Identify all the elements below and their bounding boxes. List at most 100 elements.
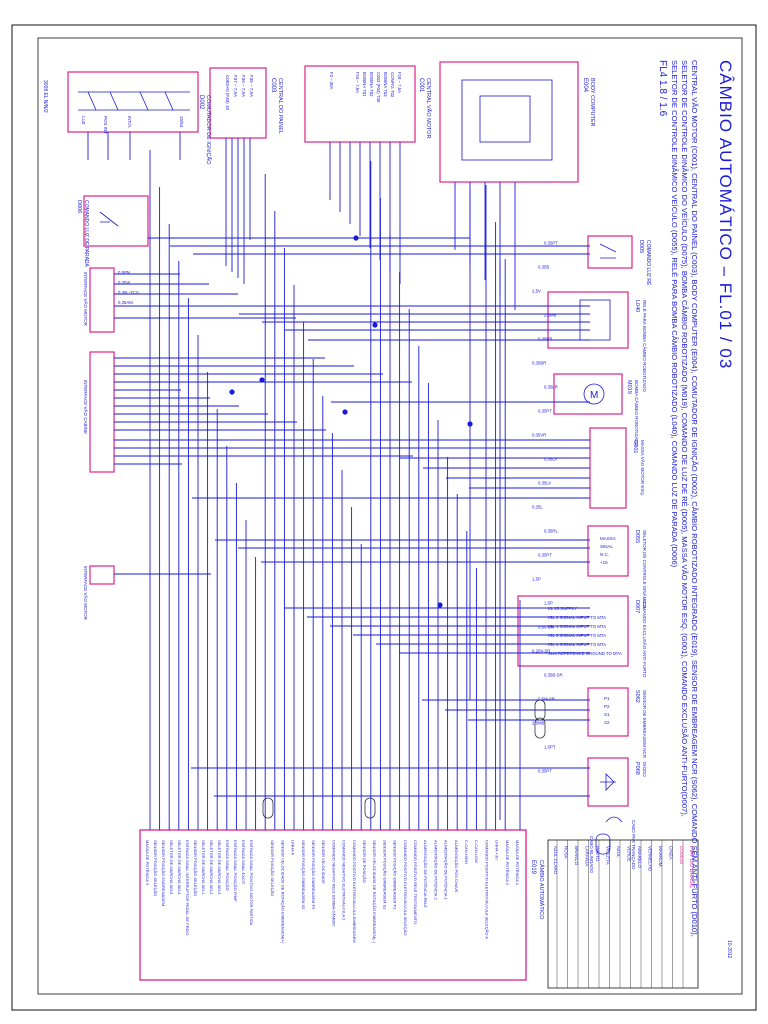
- cambio-pin-label: COMANDO POSITIVO RELÉ TROTEAMENTO: [413, 840, 418, 924]
- comando-luz-parada: D006 COMANDO LUZ DE PARADA: [76, 195, 149, 268]
- cambio-pin-labels-b: ENTRADA SINAL POSITIVO MOTOR PARTIDAENTR…: [145, 840, 254, 935]
- twisted-pair-icon: [605, 816, 623, 823]
- wire-label: 1,5PT: [544, 745, 556, 750]
- inner-frame: [37, 37, 743, 995]
- luz-parada-name: COMANDO LUZ DE PARADA: [83, 200, 89, 268]
- cambio-pin-label: SENSOR POSIÇÃO EMBREAGEM P1: [393, 840, 398, 910]
- cambio-pin-label-b: ENTRADA SINAL EXCIT: [241, 840, 246, 885]
- table-row-label: LARANJA: [585, 846, 590, 866]
- table-row-label: CÓDIGO: [679, 846, 685, 865]
- interface-1-name: INTERFACE VÃO MOTOR: [83, 272, 89, 327]
- wire-junction: [372, 322, 378, 328]
- sensor-embreagem: P1 P2 S1 S2 S062 SENSOR DE EMBREAGEM NCR: [587, 687, 647, 759]
- wire-label: 0,35BR: [532, 361, 546, 366]
- shielded-cable-icon: [534, 717, 546, 739]
- seletor-controle: MASSA SINAL N.C. +15 D055 SELETOR DE CON…: [587, 525, 648, 609]
- wire-junction: [467, 421, 473, 427]
- outer-frame: [11, 24, 757, 1011]
- central-motor-item-4: C003 (F04) T30: [376, 72, 381, 103]
- wire-label: 0,50-SR: [538, 625, 554, 630]
- cambio-pin-label: MASSA DE POTÊNCIA 1: [515, 840, 520, 886]
- cambio-pin-label-b: MASSA DE POTÊNCIA 3: [145, 840, 150, 886]
- sensor-pin-3: S1: [604, 712, 610, 717]
- body-computer: E004 BODY COMPUTER: [439, 61, 595, 183]
- central-painel-item-4: C003+N (F40) 18: [225, 75, 230, 110]
- title-desc-3: SELETOR DE CONTROLE DINÂMICO VEÍCULO (D0…: [670, 60, 679, 568]
- cambio-pin-label: ALIMENTAÇÃO DE POTÊNCIA 2: [433, 840, 438, 900]
- table-row-label: ROSA: [564, 846, 569, 859]
- rele-bomba: L040 RELÉ PARA BOMBA CÂMBIO ROBOTIZADO: [547, 291, 648, 392]
- wire-label: 0,35LV: [544, 457, 557, 462]
- wire-labels-layer: 0,35PT0,35B2,5V2,5MB0,35RB0,35BR0,35LR0,…: [532, 241, 563, 774]
- central-painel-item-3: F37 – 7,5A: [233, 75, 238, 97]
- cambio-pin-label-b: SELETOR DE MARCHA SEL4: [177, 840, 182, 895]
- wire-label: 0,35L: [532, 505, 543, 510]
- cambio-pin-label: SENSOR VELOCIDADE DE ROTAÇÃO EMBREAGEM(–…: [372, 840, 377, 944]
- wire-label: 2,5MB: [532, 721, 545, 726]
- central-painel-item-1: F35 – 7,5A: [249, 75, 254, 97]
- central-motor-item-8: F3 – 30A: [329, 72, 334, 90]
- cambio-pin-label: C-CAN LOW: [474, 840, 479, 863]
- table-row-label: BRANCO: [574, 846, 579, 866]
- table-row-label: VERMELHO: [648, 846, 653, 872]
- central-motor-item-5: BOBINA T02: [369, 72, 374, 97]
- comutador-pin-2: POS INT: [103, 116, 108, 134]
- comutador-code: D002: [198, 95, 204, 110]
- cambio-pin-label: SENSOR VELOCIDADE: [321, 840, 326, 884]
- cambio-pin-label: C-CAN HIGH: [464, 840, 469, 864]
- cambio-pin-label: COMANDO POSITIVO ELETROVÁLVULA EMBREAGEM: [352, 840, 357, 943]
- interface-vao-cabine: INTERFACE VÃO CABINE: [83, 351, 115, 473]
- central-motor-code: C001: [418, 78, 424, 93]
- wires-layer: [87, 132, 590, 830]
- cambio-pin-label-b: ENTRADA SINAL POSIÇÃO: [225, 840, 230, 891]
- cambio-pin-label: ALIMENTAÇÃO PÓS CHAVE: [454, 840, 459, 893]
- comutador-pin-1: LUZ: [81, 116, 86, 125]
- central-motor-item-2: CONFIG T02: [390, 72, 395, 98]
- wire-label: 0,35PT: [538, 553, 552, 558]
- shielded-cable-icon: [595, 833, 611, 855]
- table-row-label: AZUL: [616, 846, 621, 858]
- cambio-pin-label: SENSOR DE POSIÇÃO: [362, 840, 367, 883]
- cambio-pin-label-b: ENTRADA SINAL INTERRUPTOR PEDAL DE FREIO: [185, 840, 190, 935]
- diodo: P068 DIODO: [587, 757, 647, 807]
- cambio-pin-label: COMANDO POSITIVO ELETROVÁLVULA SELEÇÃO: [403, 840, 408, 936]
- comando-luz-re: D005 COMANDO LUZ RÉ: [587, 235, 652, 286]
- wire-label: 0,35LV: [538, 481, 551, 486]
- cambio-code: E019: [530, 860, 536, 875]
- motor-symbol-icon: M: [590, 390, 598, 401]
- comando-exclusao: KL 15 SUPPLY IGL 2 SIGNAL INPUT TO MTA I…: [517, 595, 648, 678]
- cambio-pin-label-b: ENTRADA SINAL POSIÇÃO P/MP: [233, 840, 238, 902]
- cambio-pin-label-b: SELETOR DE MARCHA SEL5: [169, 840, 174, 895]
- sensor-pin-1: P1: [604, 696, 610, 701]
- wire-label: 0,35PT: [538, 409, 552, 414]
- interface-3-name: INTERFACE VÃO MOTOR: [83, 566, 89, 621]
- wire-label: 0,35PT: [544, 241, 558, 246]
- wire-junction: [342, 409, 348, 415]
- table-header: FIAT DO BRASIL: [688, 846, 694, 888]
- subtitle: FL4 1.8 / 1.6: [657, 60, 668, 117]
- table-rows: CÓDIGOCINZAMARROMVERMELHOAMARELOVERDEAZU…: [553, 840, 685, 988]
- legend-twisted: CABO PAR TRANÇADO: [631, 820, 636, 870]
- table-row-label: VIOLETA: [606, 846, 611, 865]
- cambio-pin-label-b: SELETOR DE MARCHA SEL2: [209, 840, 214, 895]
- sheet-left-ref: 3008 EL N/N/2: [42, 80, 48, 113]
- table-row-label: AZUL CLARO: [553, 846, 558, 875]
- left-wire-label: 0,5PN: [118, 270, 130, 275]
- luz-re-name: COMANDO LUZ RÉ: [645, 240, 652, 286]
- left-wire-label: 0,35L-TCS: [118, 290, 139, 295]
- table-row-label: CINZA: [669, 846, 674, 860]
- cambio-pin-label: SENSOR POSIÇÃO EMBREAGEM S2: [301, 840, 306, 910]
- cambio-name: CÂMBIO AUTOMÁTICO: [538, 860, 545, 920]
- exclusao-code: D007: [634, 600, 640, 613]
- luz-parada-code: D006: [76, 200, 82, 213]
- comutador-name: COMUTADOR DE IGNIÇÃO: [205, 95, 212, 165]
- cambio-pin-label: SENSOR POSIÇÃO SELEÇÃO: [270, 840, 275, 896]
- central-motor-item-7: F16 – 7,5A: [355, 72, 360, 93]
- comutador-pin-4: 15/54: [179, 116, 184, 128]
- wire-label: 1,5P: [532, 577, 541, 582]
- shielded-cable-icon: [262, 797, 274, 819]
- central-painel-code: C003: [270, 78, 276, 93]
- seletor-code: D055: [634, 530, 640, 543]
